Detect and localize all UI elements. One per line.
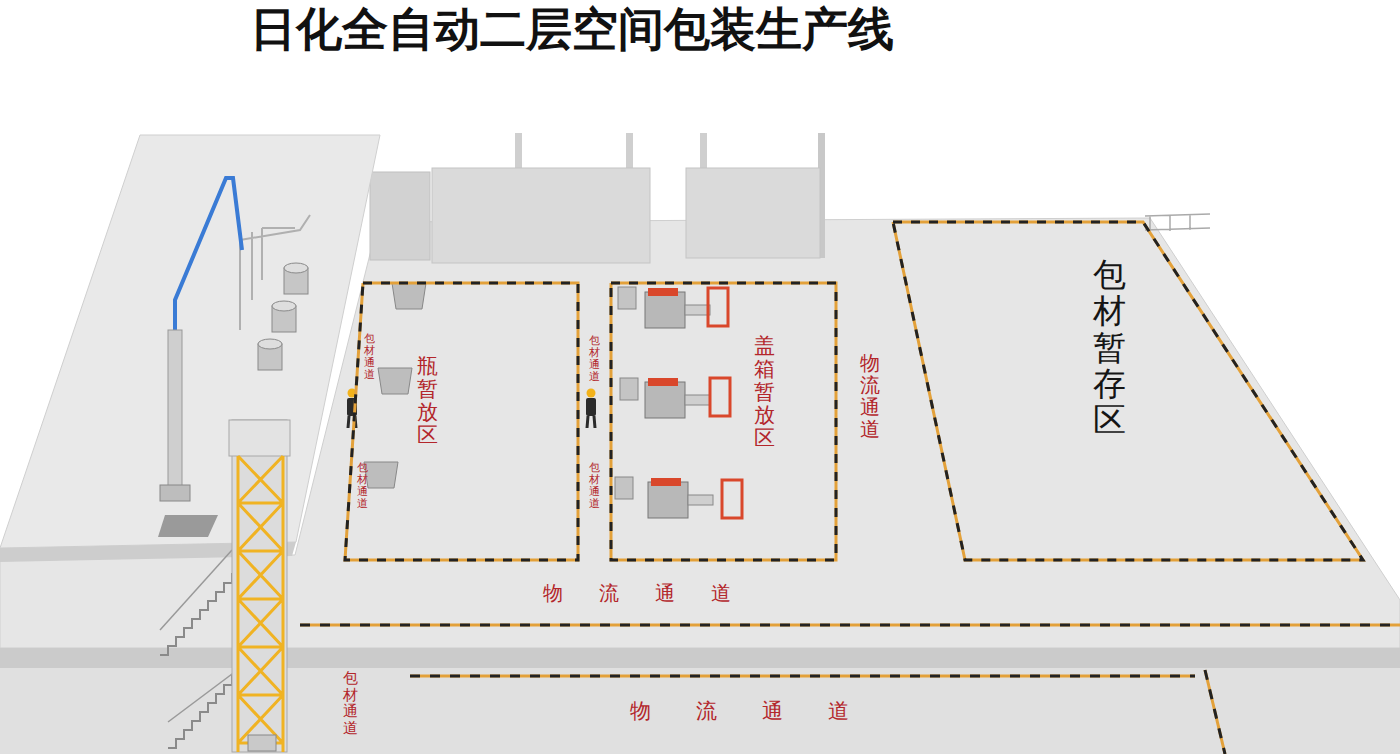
- stair-rail: [160, 550, 232, 630]
- floor-line: [410, 675, 1195, 678]
- blue-pipe: [175, 178, 242, 330]
- channel-label: 包材通道: [589, 335, 600, 383]
- zone-label: 盖箱暂放区: [754, 335, 775, 450]
- bin: [364, 462, 398, 488]
- stair-opening: [158, 515, 218, 537]
- worker: [586, 389, 596, 429]
- elevator-shaft: [232, 420, 287, 752]
- railing: [1145, 214, 1210, 232]
- zone-label: 包材暂存区: [1093, 257, 1126, 438]
- packing-machine: [645, 288, 728, 328]
- floor-line: [410, 675, 1195, 678]
- floor-edge: [0, 648, 1400, 668]
- stair-rail: [168, 668, 240, 722]
- zone-border: [345, 283, 578, 560]
- back-wall: [370, 172, 430, 260]
- packing-machine: [645, 378, 730, 418]
- channel-label: 包材通道: [589, 462, 600, 510]
- wall-post: [700, 133, 707, 171]
- floor-line: [300, 624, 1400, 627]
- bin: [378, 368, 412, 394]
- wall-post: [515, 133, 522, 171]
- vertical-pipe: [168, 330, 182, 490]
- ground-floor: [0, 668, 1400, 754]
- storage-zone: 盖箱暂放区: [611, 283, 836, 560]
- zone-border: [611, 283, 836, 560]
- zone-outline: [893, 222, 1363, 560]
- channel-label: 包材通道: [357, 462, 368, 510]
- packing-machine: [648, 478, 742, 518]
- channel-label: 物流通道: [860, 352, 880, 440]
- back-wall: [432, 168, 650, 263]
- wall-post: [626, 133, 633, 171]
- pipe-base: [160, 485, 190, 501]
- back-wall: [686, 168, 820, 258]
- bin: [620, 378, 638, 400]
- floor-line: [1205, 670, 1225, 754]
- mixing-tank: [258, 263, 308, 370]
- zone-border: [611, 283, 836, 560]
- zone-label: 瓶暂放区: [417, 355, 438, 447]
- zone-outline: [345, 283, 578, 560]
- mezzanine: [0, 135, 380, 548]
- zone-border: [893, 222, 1363, 560]
- zone-border: [345, 283, 578, 560]
- bin: [615, 477, 633, 499]
- bin: [618, 287, 636, 309]
- elevator-cage: [248, 735, 276, 751]
- zone-border: [893, 222, 1363, 560]
- elevator-top: [229, 420, 290, 456]
- channel-label: 包材通道: [343, 670, 358, 736]
- floor-line: [1205, 670, 1225, 754]
- channel-label: 物流通道: [630, 697, 894, 725]
- channel-label: 包材通道: [364, 333, 375, 381]
- bin: [392, 283, 426, 309]
- elevator-bracing: [238, 456, 283, 752]
- zone-outline: [611, 283, 836, 560]
- storage-zone: 瓶暂放区: [345, 283, 578, 560]
- page-title: 日化全自动二层空间包装生产线: [250, 4, 894, 55]
- channel-label: 物流通道: [543, 580, 767, 607]
- storage-zone: 包材暂存区: [893, 222, 1363, 560]
- floor-line: [300, 624, 1400, 627]
